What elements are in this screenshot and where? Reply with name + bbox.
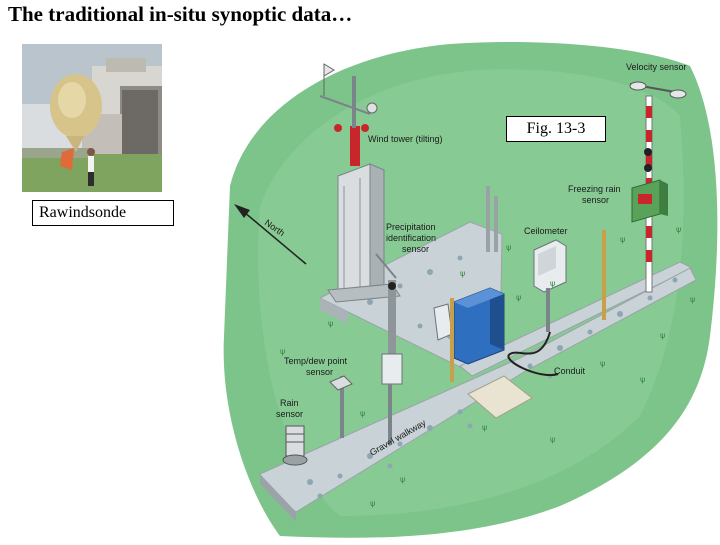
data-collection-box <box>433 287 505 382</box>
precipitation-label-3: sensor <box>402 244 429 254</box>
svg-text:ψ: ψ <box>370 499 375 508</box>
svg-text:ψ: ψ <box>640 375 645 384</box>
svg-text:ψ: ψ <box>506 243 511 252</box>
ceilometer-label: Ceilometer <box>524 226 568 236</box>
svg-text:ψ: ψ <box>676 225 681 234</box>
svg-text:ψ: ψ <box>516 293 521 302</box>
svg-text:ψ: ψ <box>600 359 605 368</box>
svg-text:ψ: ψ <box>482 423 487 432</box>
temp-dew-point-sensor <box>329 353 403 444</box>
velocity-sensor-label: Velocity sensor <box>626 62 687 72</box>
rawinsonde-photo <box>22 44 162 192</box>
svg-text:ψ: ψ <box>360 409 365 418</box>
rain-label-1: Rain <box>280 398 299 408</box>
freezing-rain-label-2: sensor <box>582 195 609 205</box>
wind-tower-label: Wind tower (tilting) <box>368 134 443 144</box>
precipitation-sensor <box>375 186 498 360</box>
concrete-pad <box>467 375 533 419</box>
svg-text:ψ: ψ <box>280 347 285 356</box>
svg-text:ψ: ψ <box>328 319 333 328</box>
svg-text:ψ: ψ <box>460 269 465 278</box>
wind-tower <box>319 63 401 303</box>
conduit-label: Conduit <box>554 366 586 376</box>
precipitation-label-1: Precipitation <box>386 222 436 232</box>
rain-sensor <box>282 425 308 466</box>
weather-station-diagram: ψ ψ ψ ψ ψ ψ ψ ψ ψ ψ ψ ψ ψ ψ ψ ψ ψ Wind tower (tilti… <box>220 36 720 540</box>
svg-text:ψ: ψ <box>550 435 555 444</box>
svg-text:ψ: ψ <box>690 295 695 304</box>
precipitation-label-2: identification <box>386 233 436 243</box>
figure-caption: Fig. 13-3 <box>506 116 606 142</box>
svg-text:ψ: ψ <box>550 279 555 288</box>
rain-label-2: sensor <box>276 409 303 419</box>
freezing-rain-sensor <box>631 179 668 223</box>
conduit <box>507 331 559 377</box>
north-arrow <box>234 204 307 265</box>
slide-title: The traditional in-situ synoptic data… <box>8 2 353 26</box>
temp-label-1: Temp/dew point <box>284 356 348 366</box>
svg-text:ψ: ψ <box>660 331 665 340</box>
freezing-rain-label-1: Freezing rain <box>568 184 621 194</box>
svg-text:ψ: ψ <box>400 475 405 484</box>
ceilometer <box>533 230 606 332</box>
temp-label-2: sensor <box>306 367 333 377</box>
rawinsonde-caption: Rawindsonde <box>32 200 174 226</box>
svg-text:ψ: ψ <box>620 235 625 244</box>
